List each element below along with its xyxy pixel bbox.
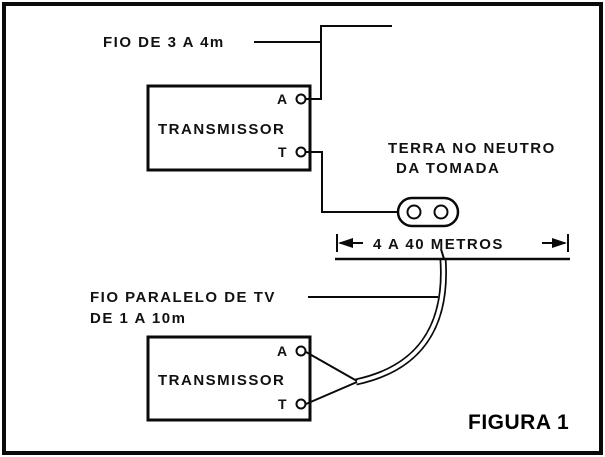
terminal-t-top-label: T <box>278 144 287 160</box>
dimension-arrow-left-head <box>338 238 353 248</box>
terminal-a-bottom-label: A <box>277 343 287 359</box>
terminal-t-top <box>295 146 307 158</box>
terminal-a-bottom <box>295 345 307 357</box>
feeder-wire-t <box>305 381 358 405</box>
figure-caption: FIGURA 1 <box>468 411 569 434</box>
transmitter-bottom-box <box>146 335 312 422</box>
terminal-a-top-label: A <box>277 91 287 107</box>
dimension-label: 4 A 40 METROS <box>373 236 504 253</box>
feeder-junction-tick <box>440 248 445 260</box>
terminal-t-bottom-label: T <box>278 396 287 412</box>
feeder-label-line2: DE 1 A 10m <box>90 310 186 327</box>
terminal-a-top <box>295 93 307 105</box>
outlet-hole-left <box>406 204 422 220</box>
transmitter-top-label: TRANSMISSOR <box>158 121 285 138</box>
ground-label-line1: TERRA NO NEUTRO <box>388 140 556 157</box>
terminal-t-bottom <box>295 398 307 410</box>
antenna-wire <box>306 25 392 100</box>
transmitter-top-box <box>146 84 312 172</box>
ground-label-line2: DA TOMADA <box>396 160 500 177</box>
feeder-wire-a <box>305 351 358 382</box>
antenna-wire-label: FIO DE 3 A 4m <box>103 34 225 51</box>
feeder-label-line1: FIO PARALELO DE TV <box>90 289 276 306</box>
ground-wire <box>306 151 398 213</box>
dimension-arrow-right-head <box>552 238 567 248</box>
feeder-cable-inner <box>355 258 446 384</box>
transmitter-bottom-label: TRANSMISSOR <box>158 372 285 389</box>
outlet-hole-right <box>433 204 449 220</box>
